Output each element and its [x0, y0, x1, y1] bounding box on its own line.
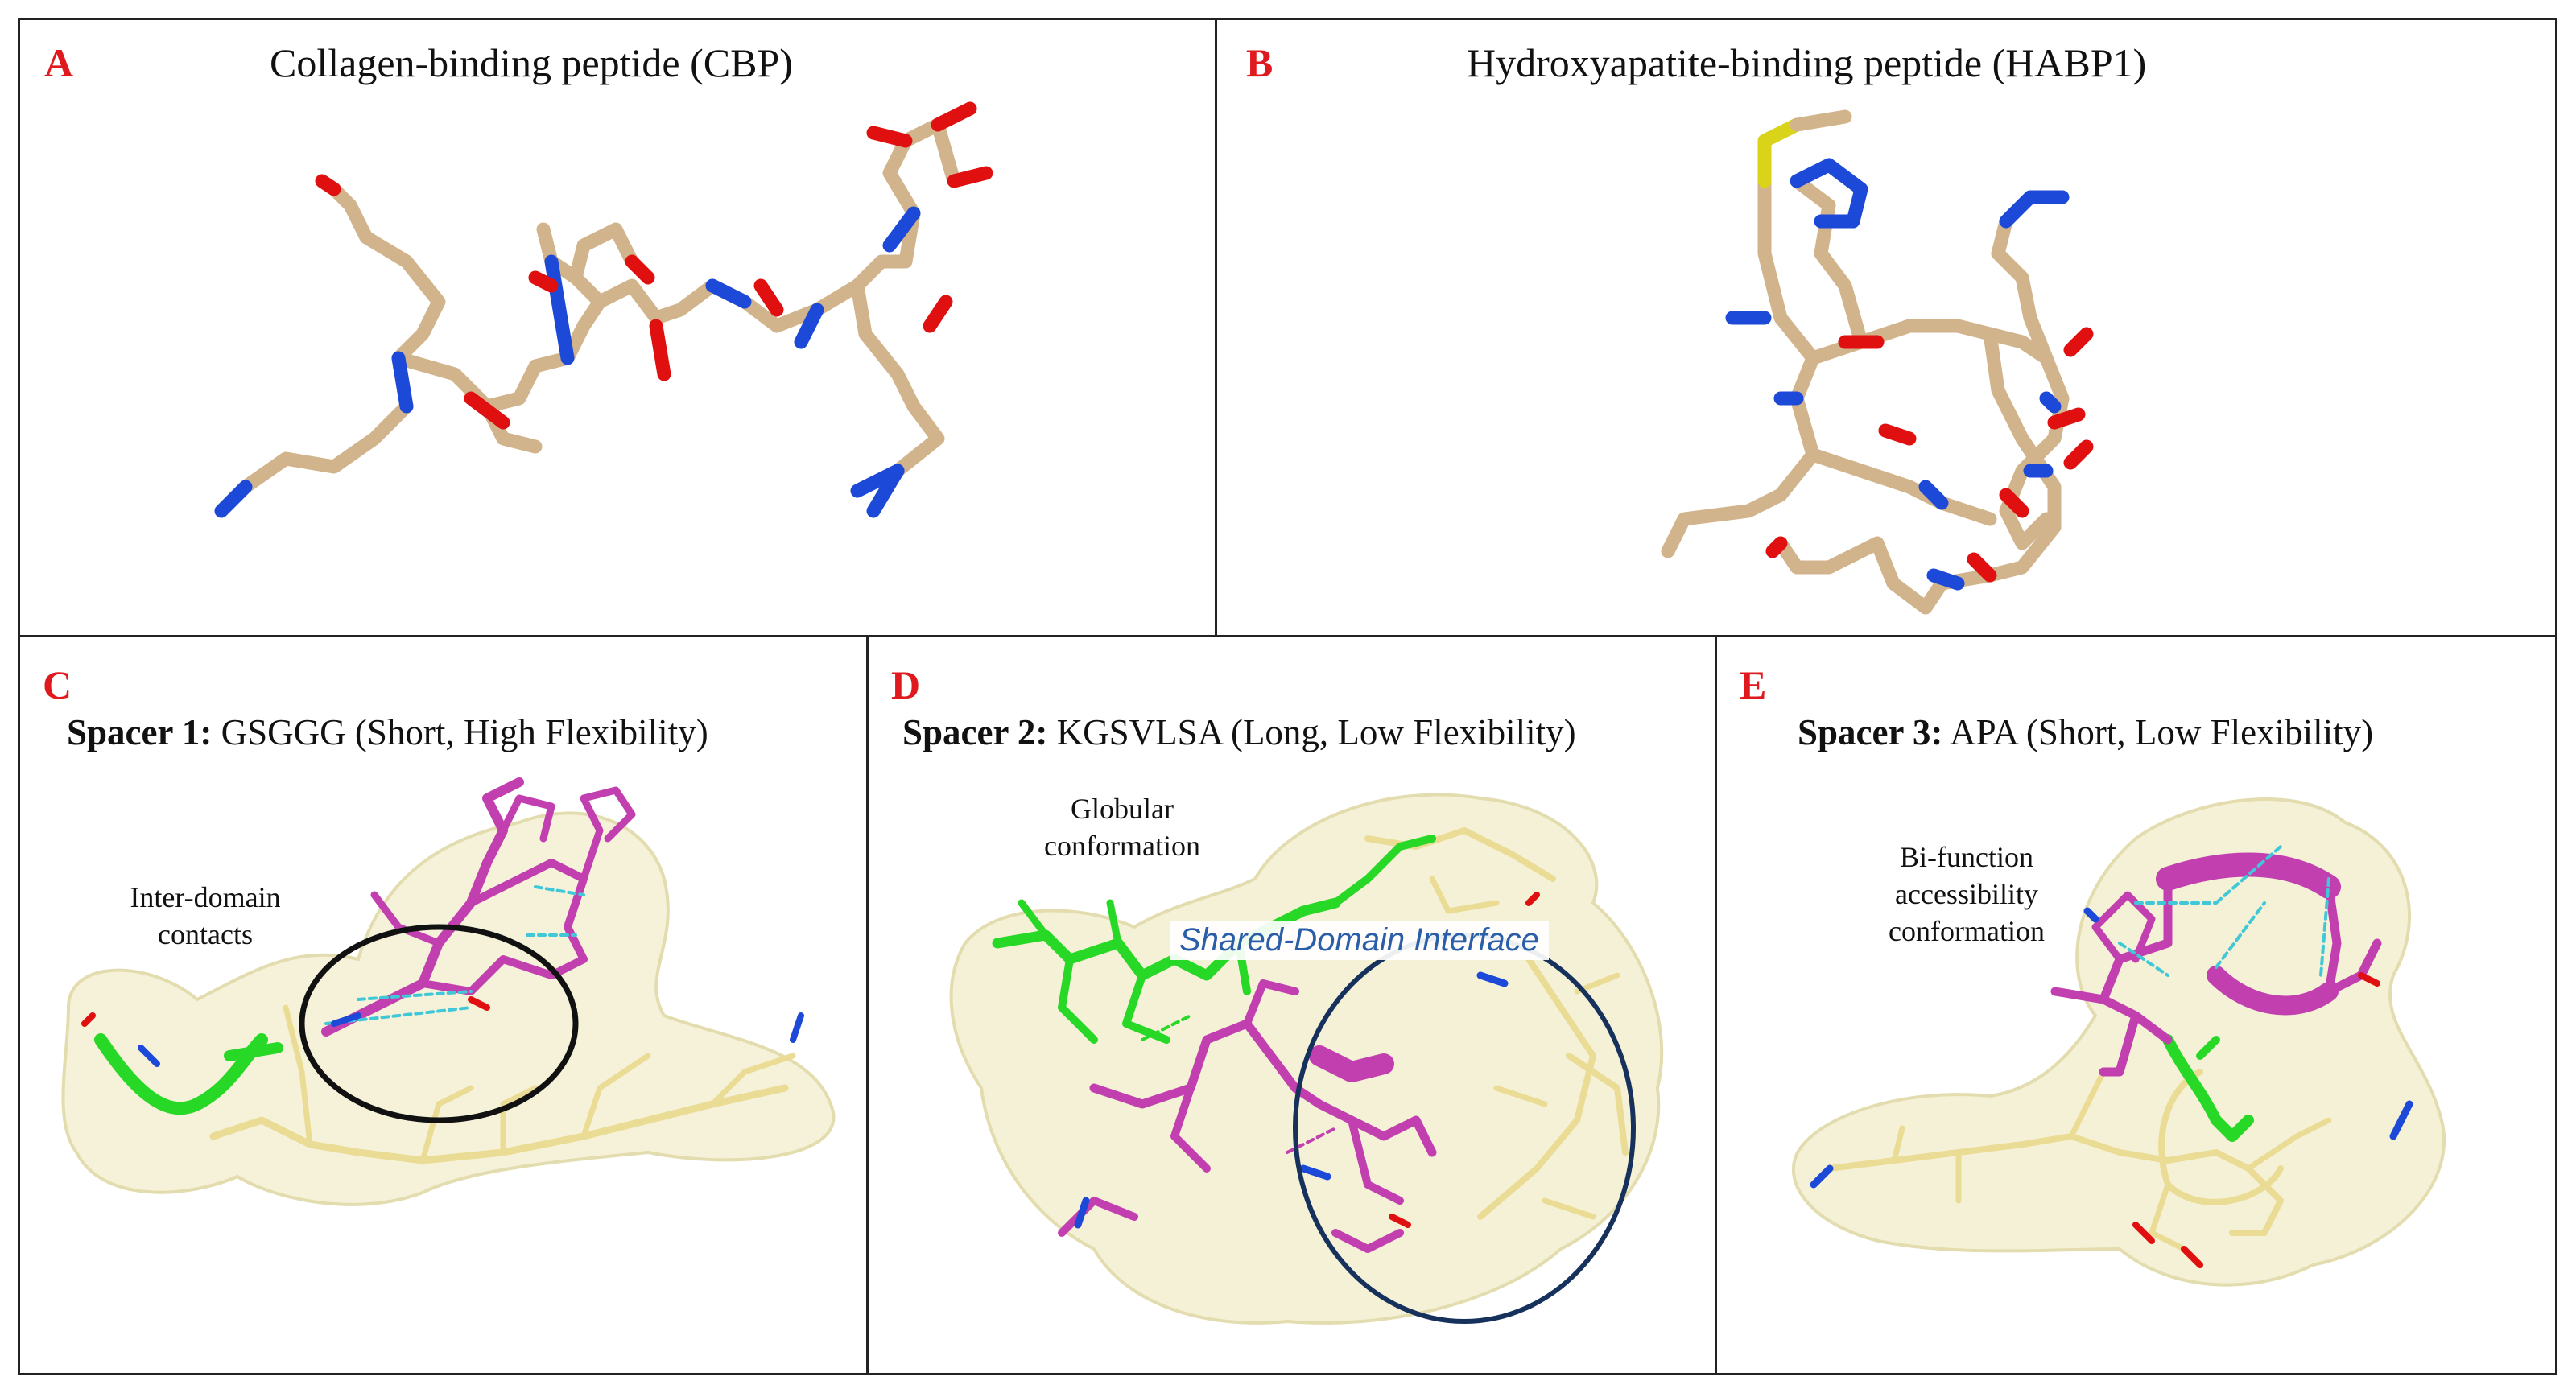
- panel-a-letter: A: [44, 40, 74, 85]
- panel-d-title-bold: Spacer 2:: [902, 712, 1048, 752]
- interdomain-contact-circle: [299, 924, 579, 1123]
- panel-c-annotation-line1: Inter-domain: [130, 881, 281, 913]
- molecular-surface: [1792, 797, 2446, 1287]
- panel-d-title: Spacer 2: KGSVLSA (Long, Low Flexibility…: [902, 711, 1576, 753]
- panel-a: A Collagen-binding peptide (CBP): [18, 18, 1217, 637]
- panel-d-title-rest: KGSVLSA (Long, Low Flexibility): [1047, 712, 1576, 752]
- panel-d-annotation-line2: conformation: [1044, 830, 1200, 862]
- spacer2-fusion-model: [949, 793, 1664, 1325]
- panel-b: B Hydroxyapatite-binding peptide (HABP1): [1215, 18, 2557, 637]
- panel-d: D Spacer 2: KGSVLSA (Long, Low Flexibili…: [866, 635, 1717, 1375]
- spacer3-fusion-model: [1792, 797, 2446, 1287]
- panel-c-annotation-line2: contacts: [158, 918, 253, 950]
- panel-e-annotation-line1: Bi-function: [1900, 841, 2033, 873]
- panel-e-title: Spacer 3: APA (Short, Low Flexibility): [1798, 711, 2373, 753]
- panel-e-letter: E: [1740, 662, 1767, 707]
- panel-b-title: Hydroxyapatite-binding peptide (HABP1): [1467, 40, 2147, 85]
- cbp-stick-model: [214, 101, 993, 518]
- panel-c-title-rest: GSGGG (Short, High Flexibility): [212, 712, 708, 752]
- panel-c-annotation: Inter-domain contacts: [101, 879, 310, 953]
- panel-c-letter: C: [43, 662, 72, 707]
- panel-b-letter: B: [1246, 40, 1274, 85]
- panel-e-title-rest: APA (Short, Low Flexibility): [1942, 712, 2374, 752]
- panel-c: C Spacer 1: GSGGG (Short, High Flexibili…: [18, 635, 869, 1375]
- panel-e-annotation-line3: conformation: [1889, 915, 2045, 947]
- panel-e-annotation-line2: accessibility: [1895, 878, 2038, 910]
- panel-a-title: Collagen-binding peptide (CBP): [270, 40, 793, 85]
- shared-domain-interface-label: Shared-Domain Interface: [1170, 921, 1549, 960]
- panel-d-letter: D: [891, 662, 921, 707]
- panel-d-annotation-line1: Globular: [1071, 793, 1174, 825]
- panel-d-annotation: Globular conformation: [1018, 790, 1227, 864]
- panel-e-title-bold: Spacer 3:: [1798, 712, 1943, 752]
- habp1-stick-model: [1661, 109, 2094, 615]
- panel-e: E Spacer 3: APA (Short, Low Flexibility)…: [1715, 635, 2557, 1375]
- panel-c-title-bold: Spacer 1:: [67, 712, 213, 752]
- spacer1-fusion-model: [61, 777, 836, 1206]
- panel-c-title: Spacer 1: GSGGG (Short, High Flexibility…: [67, 711, 708, 753]
- panel-e-annotation: Bi-function accessibility conformation: [1846, 839, 2087, 950]
